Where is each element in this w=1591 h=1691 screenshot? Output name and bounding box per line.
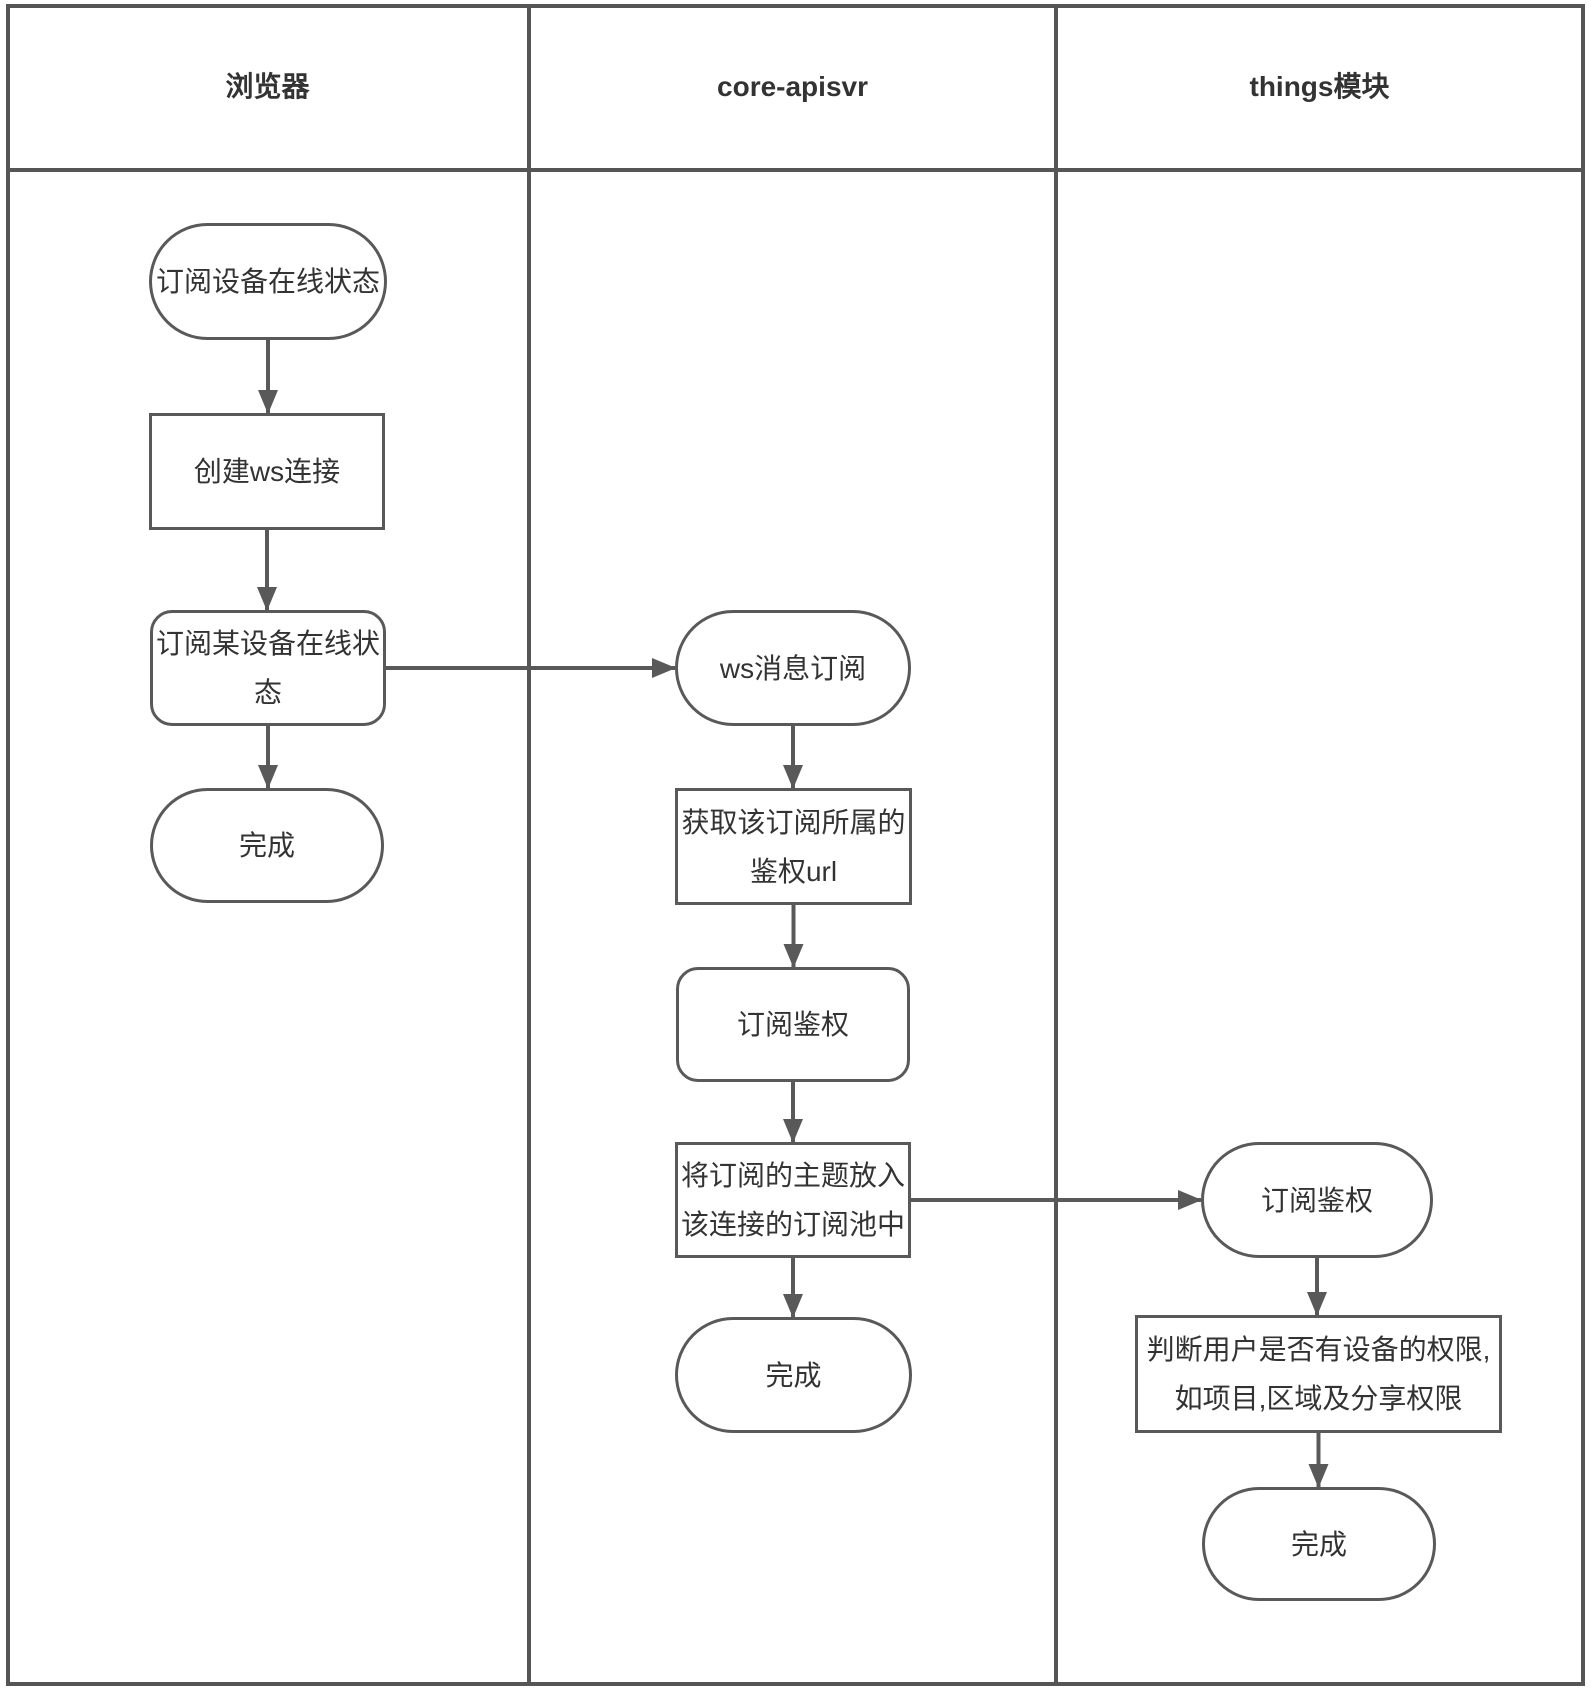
flow-node-n4: 完成 [150,788,384,903]
flow-node-n8: 将订阅的主题放入该连接的订阅池中 [675,1142,911,1258]
diagram-frame [6,4,1585,1686]
lane-divider-2 [1054,4,1058,1686]
flow-node-n5: ws消息订阅 [675,610,911,726]
lane-header-divider [6,168,1585,172]
lane-header-things: things模块 [1249,71,1390,102]
flow-node-n1: 订阅设备在线状态 [149,223,387,340]
lane-header-core-apisvr: core-apisvr [717,71,868,102]
lane-header-browser: 浏览器 [225,71,310,102]
flow-node-n6: 获取该订阅所属的鉴权url [675,788,912,905]
lane-divider-1 [527,4,531,1686]
flow-node-n2: 创建ws连接 [149,413,385,530]
flow-node-n12: 完成 [1202,1487,1436,1601]
flow-node-n10: 订阅鉴权 [1201,1142,1433,1258]
flow-node-n7: 订阅鉴权 [676,967,910,1082]
flow-node-n9: 完成 [675,1317,912,1433]
flow-node-n11: 判断用户是否有设备的权限,如项目,区域及分享权限 [1135,1315,1502,1433]
flow-node-n3: 订阅某设备在线状态 [150,610,386,726]
